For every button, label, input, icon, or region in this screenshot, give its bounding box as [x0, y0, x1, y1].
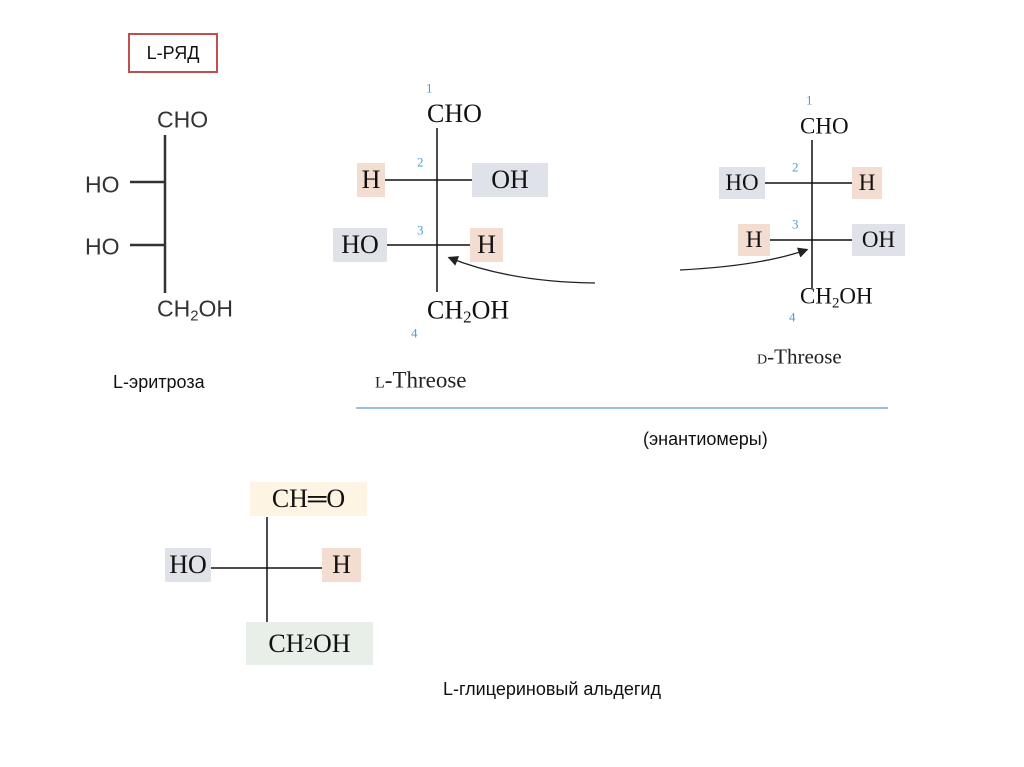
- erythrose-c3-left: HO: [85, 233, 120, 260]
- l-threose-c2-left: H: [357, 163, 385, 197]
- d-threose-c3-right: OH: [852, 224, 905, 256]
- d-threose-c2-left: HO: [719, 167, 765, 199]
- glyceraldehyde-top: CH═O: [250, 482, 367, 516]
- formula-part: OH: [839, 283, 873, 309]
- glyceraldehyde-left: HO: [165, 548, 211, 582]
- formula-part: CH: [157, 295, 191, 322]
- name-text: -Threose: [767, 344, 842, 369]
- l-threose-n4: 4: [411, 325, 418, 341]
- glyceraldehyde-bonds: [211, 517, 322, 624]
- l-threose-bottom: CH2OH: [427, 297, 509, 326]
- l-threose-c2-right: OH: [472, 163, 548, 197]
- formula-part: OH: [198, 295, 234, 322]
- l-threose-bonds: [385, 128, 472, 292]
- formula-subscript: 2: [831, 295, 840, 312]
- formula-subscript: 2: [463, 307, 472, 327]
- name-prefix: L: [375, 374, 385, 392]
- series-label-box: L-РЯД: [128, 33, 218, 73]
- l-threose-top: CHO: [427, 99, 482, 128]
- series-label: L-РЯД: [146, 42, 200, 63]
- d-threose-c2-right: H: [852, 167, 882, 199]
- erythrose-top: CHO: [157, 106, 209, 133]
- formula-subscript: 2: [190, 307, 199, 325]
- arrow-to-d-threose: [679, 247, 809, 271]
- erythrose-name: L-эритроза: [113, 372, 205, 392]
- d-threose-c3-left: H: [738, 224, 770, 256]
- l-threose-n3: 3: [417, 222, 424, 238]
- d-threose-n4: 4: [789, 309, 796, 325]
- formula-part: OH: [313, 628, 351, 658]
- glyceraldehyde-name: L-глицериновый альдегид: [443, 679, 661, 699]
- formula-part: CH: [427, 295, 464, 325]
- name-prefix: D: [757, 352, 768, 368]
- d-threose-name: D-Threose: [757, 344, 842, 369]
- l-threose-n1: 1: [426, 80, 433, 96]
- formula-subscript: 2: [304, 633, 313, 653]
- glyceraldehyde-right: H: [322, 548, 361, 582]
- d-threose-n1: 1: [806, 92, 813, 108]
- erythrose-bonds: [130, 135, 167, 293]
- formula-part: OH: [471, 295, 510, 325]
- formula-part: CH: [800, 283, 832, 309]
- l-threose-c3-right: H: [470, 228, 503, 262]
- erythrose-c2-left: HO: [85, 171, 120, 198]
- l-threose-n2: 2: [417, 154, 424, 170]
- formula-part: CH: [268, 628, 305, 658]
- l-threose-c3-left: HO: [333, 228, 387, 262]
- d-threose-n2: 2: [792, 159, 799, 175]
- erythrose-bottom: CH2OH: [157, 295, 234, 325]
- d-threose-bonds: [765, 140, 852, 288]
- enantiomers-label: (энантиомеры): [643, 429, 768, 449]
- l-threose-name: L-Threose: [375, 369, 467, 392]
- name-text: -Threose: [384, 367, 467, 393]
- d-threose-top: CHO: [800, 113, 849, 139]
- d-threose-n3: 3: [792, 216, 799, 232]
- d-threose-bottom: CH2OH: [800, 285, 873, 312]
- arrow-to-l-threose: [447, 256, 596, 284]
